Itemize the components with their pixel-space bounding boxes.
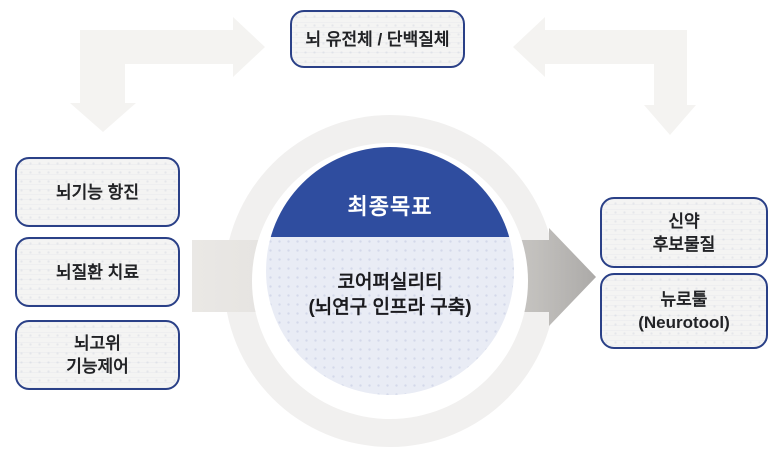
elbow-arrow-top-right-icon [513,17,696,135]
core-facility-subtitle: (뇌연구 인프라 구축) [308,297,472,318]
core-facility-title: 코어퍼실리티 [337,272,443,293]
box-brain-function-enhancement: 뇌기능 항진 [15,157,180,227]
box-higher-brain-function-control: 뇌고위 기능제어 [15,320,180,390]
box-label-line2: (Neurotool) [638,313,730,332]
box-brain-disease-treatment: 뇌질환 치료 [15,237,180,307]
elbow-arrow-top-left-icon [70,17,265,132]
box-label: 뇌 유전체 / 단백질체 [305,29,450,49]
box-brain-genome-proteome: 뇌 유전체 / 단백질체 [290,10,465,68]
box-neurotool: 뉴로툴 (Neurotool) [600,273,768,349]
box-new-drug-candidates: 신약 후보물질 [600,197,768,268]
core-circle: 최종목표 코어퍼실리티 (뇌연구 인프라 구축) [266,147,514,395]
box-label-line2: 후보물질 [652,234,716,254]
box-label: 뇌기능 항진 [56,182,139,202]
goal-label: 최종목표 [347,194,433,219]
box-label: 뇌질환 치료 [56,262,139,282]
box-label: 뉴로툴 [660,290,708,309]
box-label: 신약 [668,211,700,231]
box-label: 뇌고위 [74,334,121,353]
box-label-line2: 기능제어 [66,357,129,376]
